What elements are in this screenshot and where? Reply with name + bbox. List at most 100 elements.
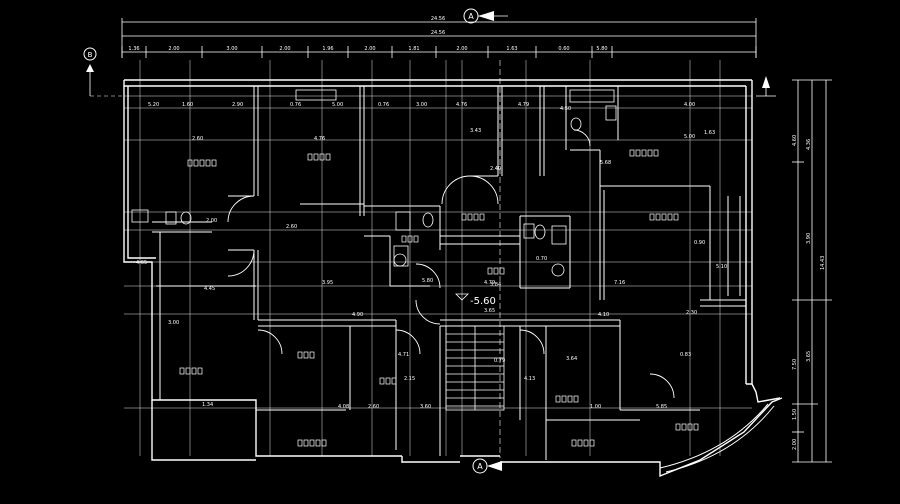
right-dimension-chains xyxy=(792,79,832,463)
interior-dimension-label: 4.50 xyxy=(560,106,571,112)
interior-dimension-label: 4.76 xyxy=(314,136,325,142)
interior-dimension-label: 2.60 xyxy=(368,404,379,410)
right-dim-6: 4.36 xyxy=(806,139,812,150)
interior-dimension-label: 5.10 xyxy=(716,264,727,270)
interior-dimension-label: 4.90 xyxy=(352,312,363,318)
room-label-block xyxy=(309,351,315,359)
interior-dimension-label: 2.30 xyxy=(686,310,697,316)
room-label-block xyxy=(687,423,693,431)
interior-dimension-label: 1.34 xyxy=(202,402,213,408)
top-chain-label: 2.00 xyxy=(364,46,375,52)
interior-dimension-label: 2.90 xyxy=(232,102,243,108)
interior-dimension-label: 4.13 xyxy=(524,376,535,382)
interior-dimension-label: 3.00 xyxy=(168,320,179,326)
interior-dimension-label: 5.85 xyxy=(656,404,667,410)
room-label-block xyxy=(571,439,577,447)
interior-dimension-label: 5.00 xyxy=(332,102,343,108)
room-label-block xyxy=(391,377,397,385)
interior-dimension-label: 4.76 xyxy=(456,102,467,108)
room-label-block xyxy=(309,439,315,447)
room-label-block xyxy=(303,351,309,359)
interior-dimension-label: 7.16 xyxy=(614,280,625,286)
room-label-block xyxy=(379,377,385,385)
room-label-block xyxy=(681,423,687,431)
room-label-block xyxy=(693,423,699,431)
top-chain-label: 1.63 xyxy=(506,46,517,52)
interior-dimension-label: 3.65 xyxy=(484,308,495,314)
room-label-block xyxy=(479,213,485,221)
room-label-block xyxy=(467,213,473,221)
interior-dimension-label: 4.10 xyxy=(598,312,609,318)
interior-dimension-label: 3.00 xyxy=(416,102,427,108)
room-label-block xyxy=(649,213,655,221)
interior-dimension-label: 2.60 xyxy=(286,224,297,230)
interior-dimension-label: 2.15 xyxy=(404,376,415,382)
level-mark: -5.60 xyxy=(455,293,496,307)
room-label-block xyxy=(325,153,331,161)
room-label-block xyxy=(561,395,567,403)
top-chain-label: 5.80 xyxy=(596,46,607,52)
interior-dimension-label: 3.84 xyxy=(490,282,501,288)
room-label-block xyxy=(655,213,661,221)
sanitary-fixtures xyxy=(131,89,617,277)
room-label-block xyxy=(193,159,199,167)
interior-dimension-label: 4.79 xyxy=(518,102,529,108)
interior-dimension-label: 0.76 xyxy=(290,102,301,108)
room-label-block xyxy=(577,439,583,447)
interior-dimension-label: 4.00 xyxy=(684,102,695,108)
right-dim-3: 7.50 xyxy=(792,359,798,370)
top-chain-label: 1.81 xyxy=(408,46,419,52)
room-label-block xyxy=(661,213,667,221)
interior-dimension-label: 5.20 xyxy=(148,102,159,108)
top-chain-label: 2.00 xyxy=(168,46,179,52)
room-label-block xyxy=(589,439,595,447)
right-dim-8: 3.65 xyxy=(806,351,812,362)
room-label-block xyxy=(635,149,641,157)
interior-dimension-label: 0.83 xyxy=(680,352,691,358)
interior-dimension-label: 4.65 xyxy=(136,260,147,266)
top-chain-label: 2.00 xyxy=(456,46,467,52)
interior-dimension-label: 5.80 xyxy=(422,278,433,284)
top-chain-label: 0.60 xyxy=(558,46,569,52)
room-label-block xyxy=(187,159,193,167)
interior-dimension-label: 3.43 xyxy=(470,128,481,134)
room-label-block xyxy=(653,149,659,157)
section-marker-top: A xyxy=(463,8,508,24)
right-dim-2: 3.90 xyxy=(806,233,812,244)
room-label-block xyxy=(185,367,191,375)
room-label-block xyxy=(297,439,303,447)
top-chain-label: 2.00 xyxy=(279,46,290,52)
right-dim-7: 14.43 xyxy=(820,256,826,270)
interior-dimension-label: 2.00 xyxy=(206,218,217,224)
interior-dimension-label: 0.70 xyxy=(536,256,547,262)
room-label-block xyxy=(307,153,313,161)
room-label-block xyxy=(413,235,419,243)
room-label-block xyxy=(675,423,681,431)
interior-dimension-label: 3.64 xyxy=(566,356,577,362)
interior-dimension-label: 4.08 xyxy=(338,404,349,410)
interior-dimension-label: 5.68 xyxy=(600,160,611,166)
interior-dimension-label: 2.40 xyxy=(490,166,501,172)
interior-dimension-label: 3.95 xyxy=(322,280,333,286)
room-label-block xyxy=(407,235,413,243)
interior-dimension-label: 4.45 xyxy=(204,286,215,292)
interior-dimension-label: 1.63 xyxy=(704,130,715,136)
structural-axes xyxy=(124,60,752,456)
top-chain-label: 3.00 xyxy=(226,46,237,52)
axis-marker-b: B xyxy=(83,47,124,97)
interior-dimension-label: 5.00 xyxy=(684,134,695,140)
room-label-block xyxy=(199,159,205,167)
room-label-block xyxy=(313,153,319,161)
room-label-block xyxy=(667,213,673,221)
interior-dimension-label: 0.90 xyxy=(694,240,705,246)
right-axis-arrow xyxy=(756,76,776,97)
section-marker-top-letter: A xyxy=(468,12,474,21)
top-dimension-chains xyxy=(121,18,757,58)
room-label-block xyxy=(473,213,479,221)
overall-dim-2: 24.56 xyxy=(431,30,445,36)
room-label-block xyxy=(321,439,327,447)
room-label-block xyxy=(493,267,499,275)
room-label-block xyxy=(583,439,589,447)
